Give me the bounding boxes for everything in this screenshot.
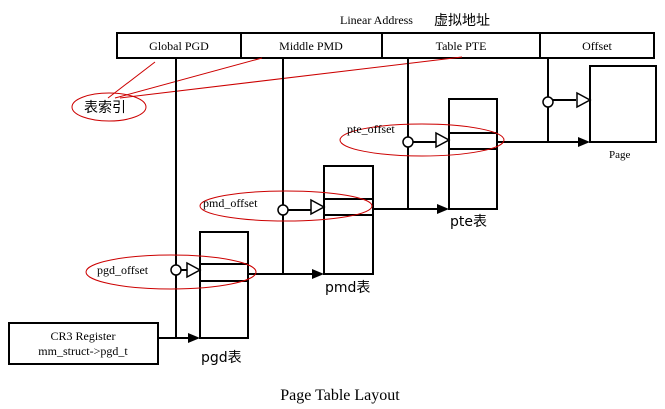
linear-address-title-cn: 虚拟地址 (434, 13, 490, 29)
index-pointer-lines (71, 56, 463, 122)
page-label: Page (609, 149, 631, 161)
pgd-offset-label: pgd_offset (97, 263, 149, 277)
index-line-pte (119, 56, 463, 99)
offset-markers (170, 91, 592, 279)
pte-offset-triangle (435, 131, 451, 149)
pte-offset-label: pte_offset (347, 122, 395, 136)
pte-table-label: pte表 (450, 214, 487, 230)
pmd-table-label: pmd表 (325, 280, 370, 296)
address-bar-outline (116, 32, 655, 59)
pgd-offset-circle (170, 264, 182, 276)
offset-ellipses (85, 123, 505, 290)
pmd-offset-circle (277, 204, 289, 216)
page-box (589, 65, 657, 143)
connector-lines (158, 58, 578, 339)
cr3-register-box (8, 322, 159, 365)
index-line-pmd (114, 57, 263, 99)
linear-address-bar (116, 32, 655, 59)
arrow-pte-page (578, 137, 590, 147)
pgd-offset-ellipse (85, 254, 257, 290)
field-middle-pmd: Middle PMD (279, 39, 343, 53)
pmd-table (323, 165, 374, 275)
pmd-offset-triangle (310, 198, 326, 216)
index-line-pgd (107, 61, 156, 99)
linear-address-title: Linear Address (340, 13, 413, 27)
filled-arrows (188, 137, 590, 343)
arrow-pmd-pte (437, 204, 449, 214)
pmd-offset-label: pmd_offset (203, 196, 258, 210)
pte-offset-circle (402, 136, 414, 148)
page-offset-circle (542, 96, 554, 108)
pgd-table (199, 231, 249, 339)
index-label: 表索引 (84, 99, 126, 116)
tables (8, 65, 657, 365)
field-global-pgd: Global PGD (149, 39, 209, 53)
page-offset-triangle (576, 91, 592, 109)
pte-table (448, 98, 498, 210)
pgd-table-label: pgd表 (201, 350, 242, 366)
field-offset: Offset (582, 39, 612, 53)
cr3-register-label: CR3 Register (51, 329, 116, 343)
pgd-offset-triangle (186, 261, 202, 279)
pte-offset-ellipse (339, 123, 505, 157)
arrow-cr3-pgd (188, 333, 200, 343)
pmd-offset-ellipse (199, 190, 373, 222)
figure-caption: Page Table Layout (280, 387, 400, 404)
index-ellipse (71, 92, 147, 122)
cr3-register-sublabel: mm_struct->pgd_t (38, 344, 128, 358)
field-table-pte: Table PTE (436, 39, 487, 53)
arrow-pgd-pmd (312, 269, 324, 279)
